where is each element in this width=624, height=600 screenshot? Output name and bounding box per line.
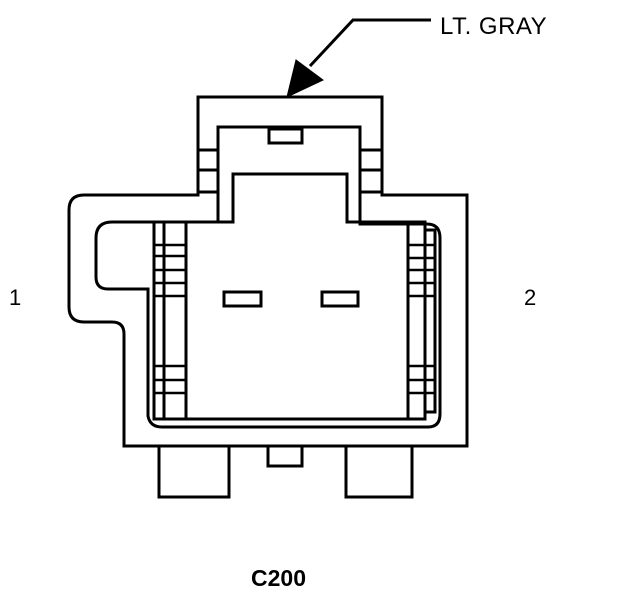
terminal-cavity-2 [320,290,360,308]
right-rail-inner [406,220,427,421]
latch-tab-outline [216,125,362,217]
connector-color-label: LT. GRAY [440,13,548,40]
connector-inner-cavity [94,217,442,429]
tab-notch-right-top [358,148,384,172]
left-rail-inner [162,220,188,421]
left-rail-ribs [154,243,186,395]
tab-notch-left-top [196,148,220,172]
pin-label-2: 2 [524,285,537,310]
connector-id: C200 [251,565,306,591]
bottom-foot-right [344,444,414,499]
right-rail-ribs [408,243,435,395]
right-rail-outer [423,228,437,414]
bottom-key-slot [266,444,304,468]
top-key-slot [267,127,304,145]
tab-notch-left-bottom [196,168,220,194]
tab-notch-right-bottom [358,168,384,194]
pin-label-1: 1 [9,285,22,310]
color-leader-arrowhead [286,59,324,98]
terminal-housing [184,172,410,421]
color-leader-line [308,18,431,68]
bottom-foot-left [157,444,231,499]
terminal-cavity-1 [222,290,263,308]
connector-outer-shell [67,95,469,448]
